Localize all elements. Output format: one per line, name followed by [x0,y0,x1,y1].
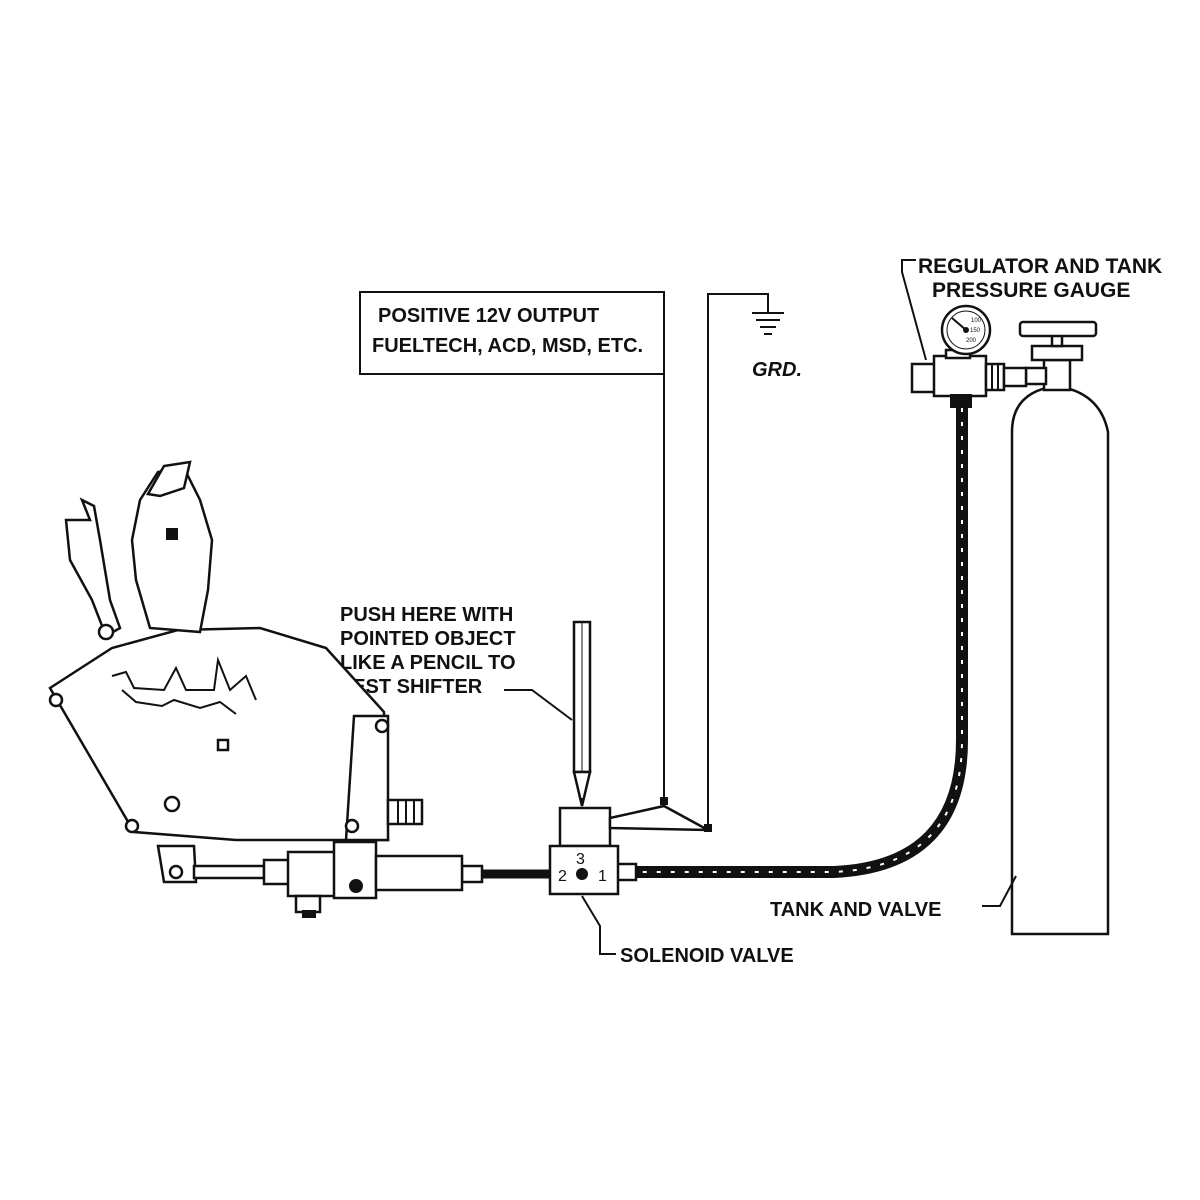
regulator-leader-line [901,259,927,361]
push-label-line3: LIKE A PENCIL TO [340,652,516,674]
pencil-icon [572,620,592,807]
output-label-box: POSITIVE 12V OUTPUT FUELTECH, ACD, MSD, … [359,291,665,375]
pressure-gauge: 100 150 200 [940,304,992,356]
solenoid-label: SOLENOID VALVE [620,945,794,967]
solenoid-valve [548,804,709,896]
push-label-line4: TEST SHIFTER [340,676,483,698]
port-1-label: 1 [598,868,607,885]
tank-leader-line [982,875,1017,907]
ground-wire [707,293,769,828]
co2-tank [1010,320,1110,936]
ground-symbol-icon [752,312,784,335]
tank-label: TANK AND VALVE [770,899,941,921]
output-label-line2: FUELTECH, ACD, MSD, ETC. [372,335,643,357]
regulator-label-line1: REGULATOR AND TANK [918,255,1162,278]
output-label-line1: POSITIVE 12V OUTPUT [378,305,599,327]
gauge-tick-150: 150 [970,328,981,334]
solenoid-leader-line [581,895,616,955]
push-label-line1: PUSH HERE WITH [340,604,513,626]
regulator-label-line2: PRESSURE GAUGE [932,279,1130,302]
shifter-assembly [48,460,424,884]
push-label-line2: POINTED OBJECT [340,628,516,650]
port-3-label: 3 [576,851,585,868]
port-2-label: 2 [558,868,567,885]
hose-fitting-left [460,864,484,884]
air-cylinder [192,840,464,918]
ground-label: GRD. [752,359,802,381]
ground-wire-terminal [704,824,712,832]
gauge-tick-100: 100 [971,318,982,324]
regulator [910,348,1028,408]
push-leader-line [504,689,573,721]
hose-tank-to-solenoid [632,408,968,878]
power-wire-terminal [660,797,668,805]
gauge-tick-200: 200 [966,338,977,344]
